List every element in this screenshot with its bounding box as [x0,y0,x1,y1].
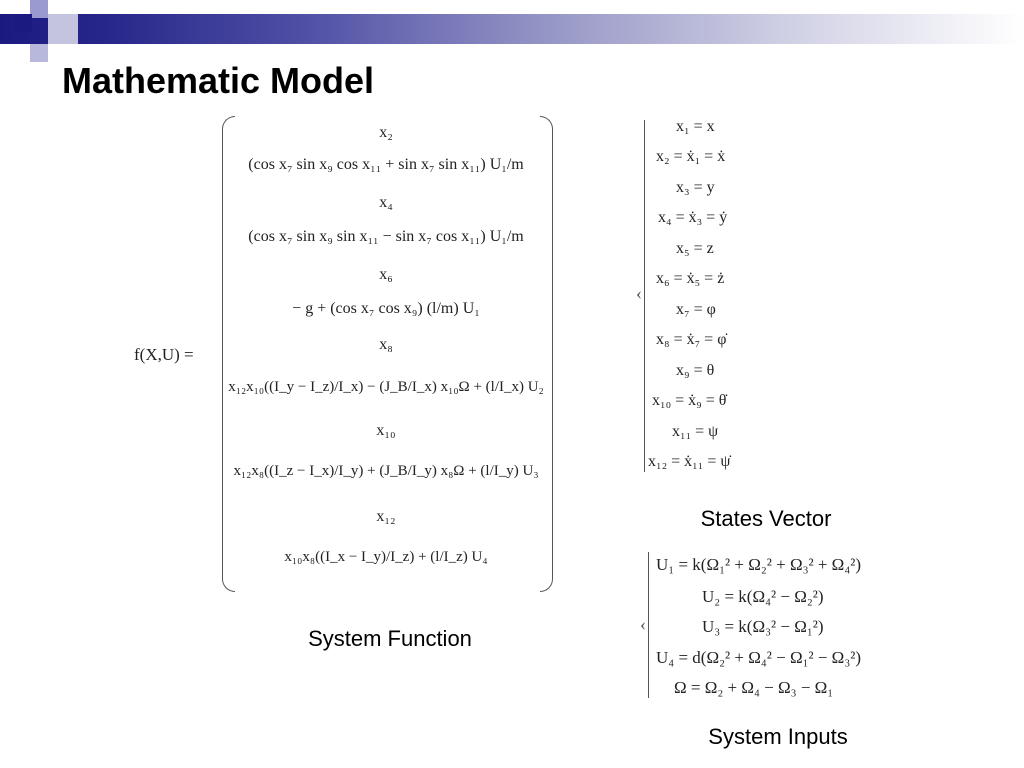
function-row: x₄ [379,194,393,211]
state-row: x₁₀ = ẋ₉ = θ̇ [652,392,727,409]
slide-title: Mathematic Model [62,60,375,101]
function-row: (cos x₇ sin x₉ sin x₁₁ − sin x₇ cos x₁₁)… [248,228,524,245]
brace-point: ‹ [636,283,642,303]
decor-square-light [48,14,78,44]
function-row: (cos x₇ sin x₉ cos x₁₁ + sin x₇ sin x₁₁)… [248,156,524,173]
input-row: U₃ = k(Ω₃² − Ω₁²) [702,617,824,636]
function-row: x₁₀ [376,422,396,439]
state-row: x₁ = x [676,118,715,135]
decor-square-light [30,44,48,62]
brace-point: ‹ [640,614,646,634]
system-inputs-caption: System Inputs [708,724,848,749]
decor-square-light [30,0,48,18]
state-row: x₇ = φ [676,301,716,318]
function-row: x₆ [379,266,393,283]
function-row: x₁₀x₈((I_x − I_y)/I_z) + (l/I_z) U₄ [284,549,488,565]
input-row: U₄ = d(Ω₂² + Ω₄² − Ω₁² − Ω₃²) [656,648,862,667]
input-row: U₁ = k(Ω₁² + Ω₂² + Ω₃² + Ω₄²) [656,555,862,574]
input-row: U₂ = k(Ω₄² − Ω₂²) [702,587,824,606]
state-row: x₆ = ẋ₅ = ż [656,270,725,287]
left-parenthesis [222,116,235,592]
system-function-caption: System Function [308,626,472,651]
function-row: − g + (cos x₇ cos x₉) (l/m) U₁ [292,300,480,317]
state-row: x₁₁ = ψ [672,423,719,440]
state-row: x₁₂ = ẋ₁₁ = ψ̇ [648,453,731,470]
function-row: x₈ [379,336,393,353]
input-row: Ω = Ω₂ + Ω₄ − Ω₃ − Ω₁ [674,678,834,697]
state-row: x₅ = z [676,240,714,257]
decor-square-dark [14,14,32,32]
function-row: x₂ [379,124,393,141]
function-row: x₁₂ [376,508,396,525]
left-brace [644,120,645,472]
function-row: x₁₂x₁₀((I_y − I_z)/I_x) − (J_B/I_x) x₁₀Ω… [228,379,544,395]
function-lhs: f(X,U) = [134,345,194,364]
left-brace [648,552,649,698]
state-row: x₈ = ẋ₇ = φ̇ [656,331,727,348]
state-row: x₄ = ẋ₃ = ẏ [658,209,728,226]
state-row: x₉ = θ [676,362,715,379]
function-row: x₁₂x₈((I_z − I_x)/I_y) + (J_B/I_y) x₈Ω +… [233,463,539,479]
state-row: x₃ = y [676,179,715,196]
states-vector-caption: States Vector [700,506,832,531]
header-gradient-bar [0,14,1024,44]
right-parenthesis [540,116,553,592]
state-row: x₂ = ẋ₁ = ẋ [656,148,726,165]
